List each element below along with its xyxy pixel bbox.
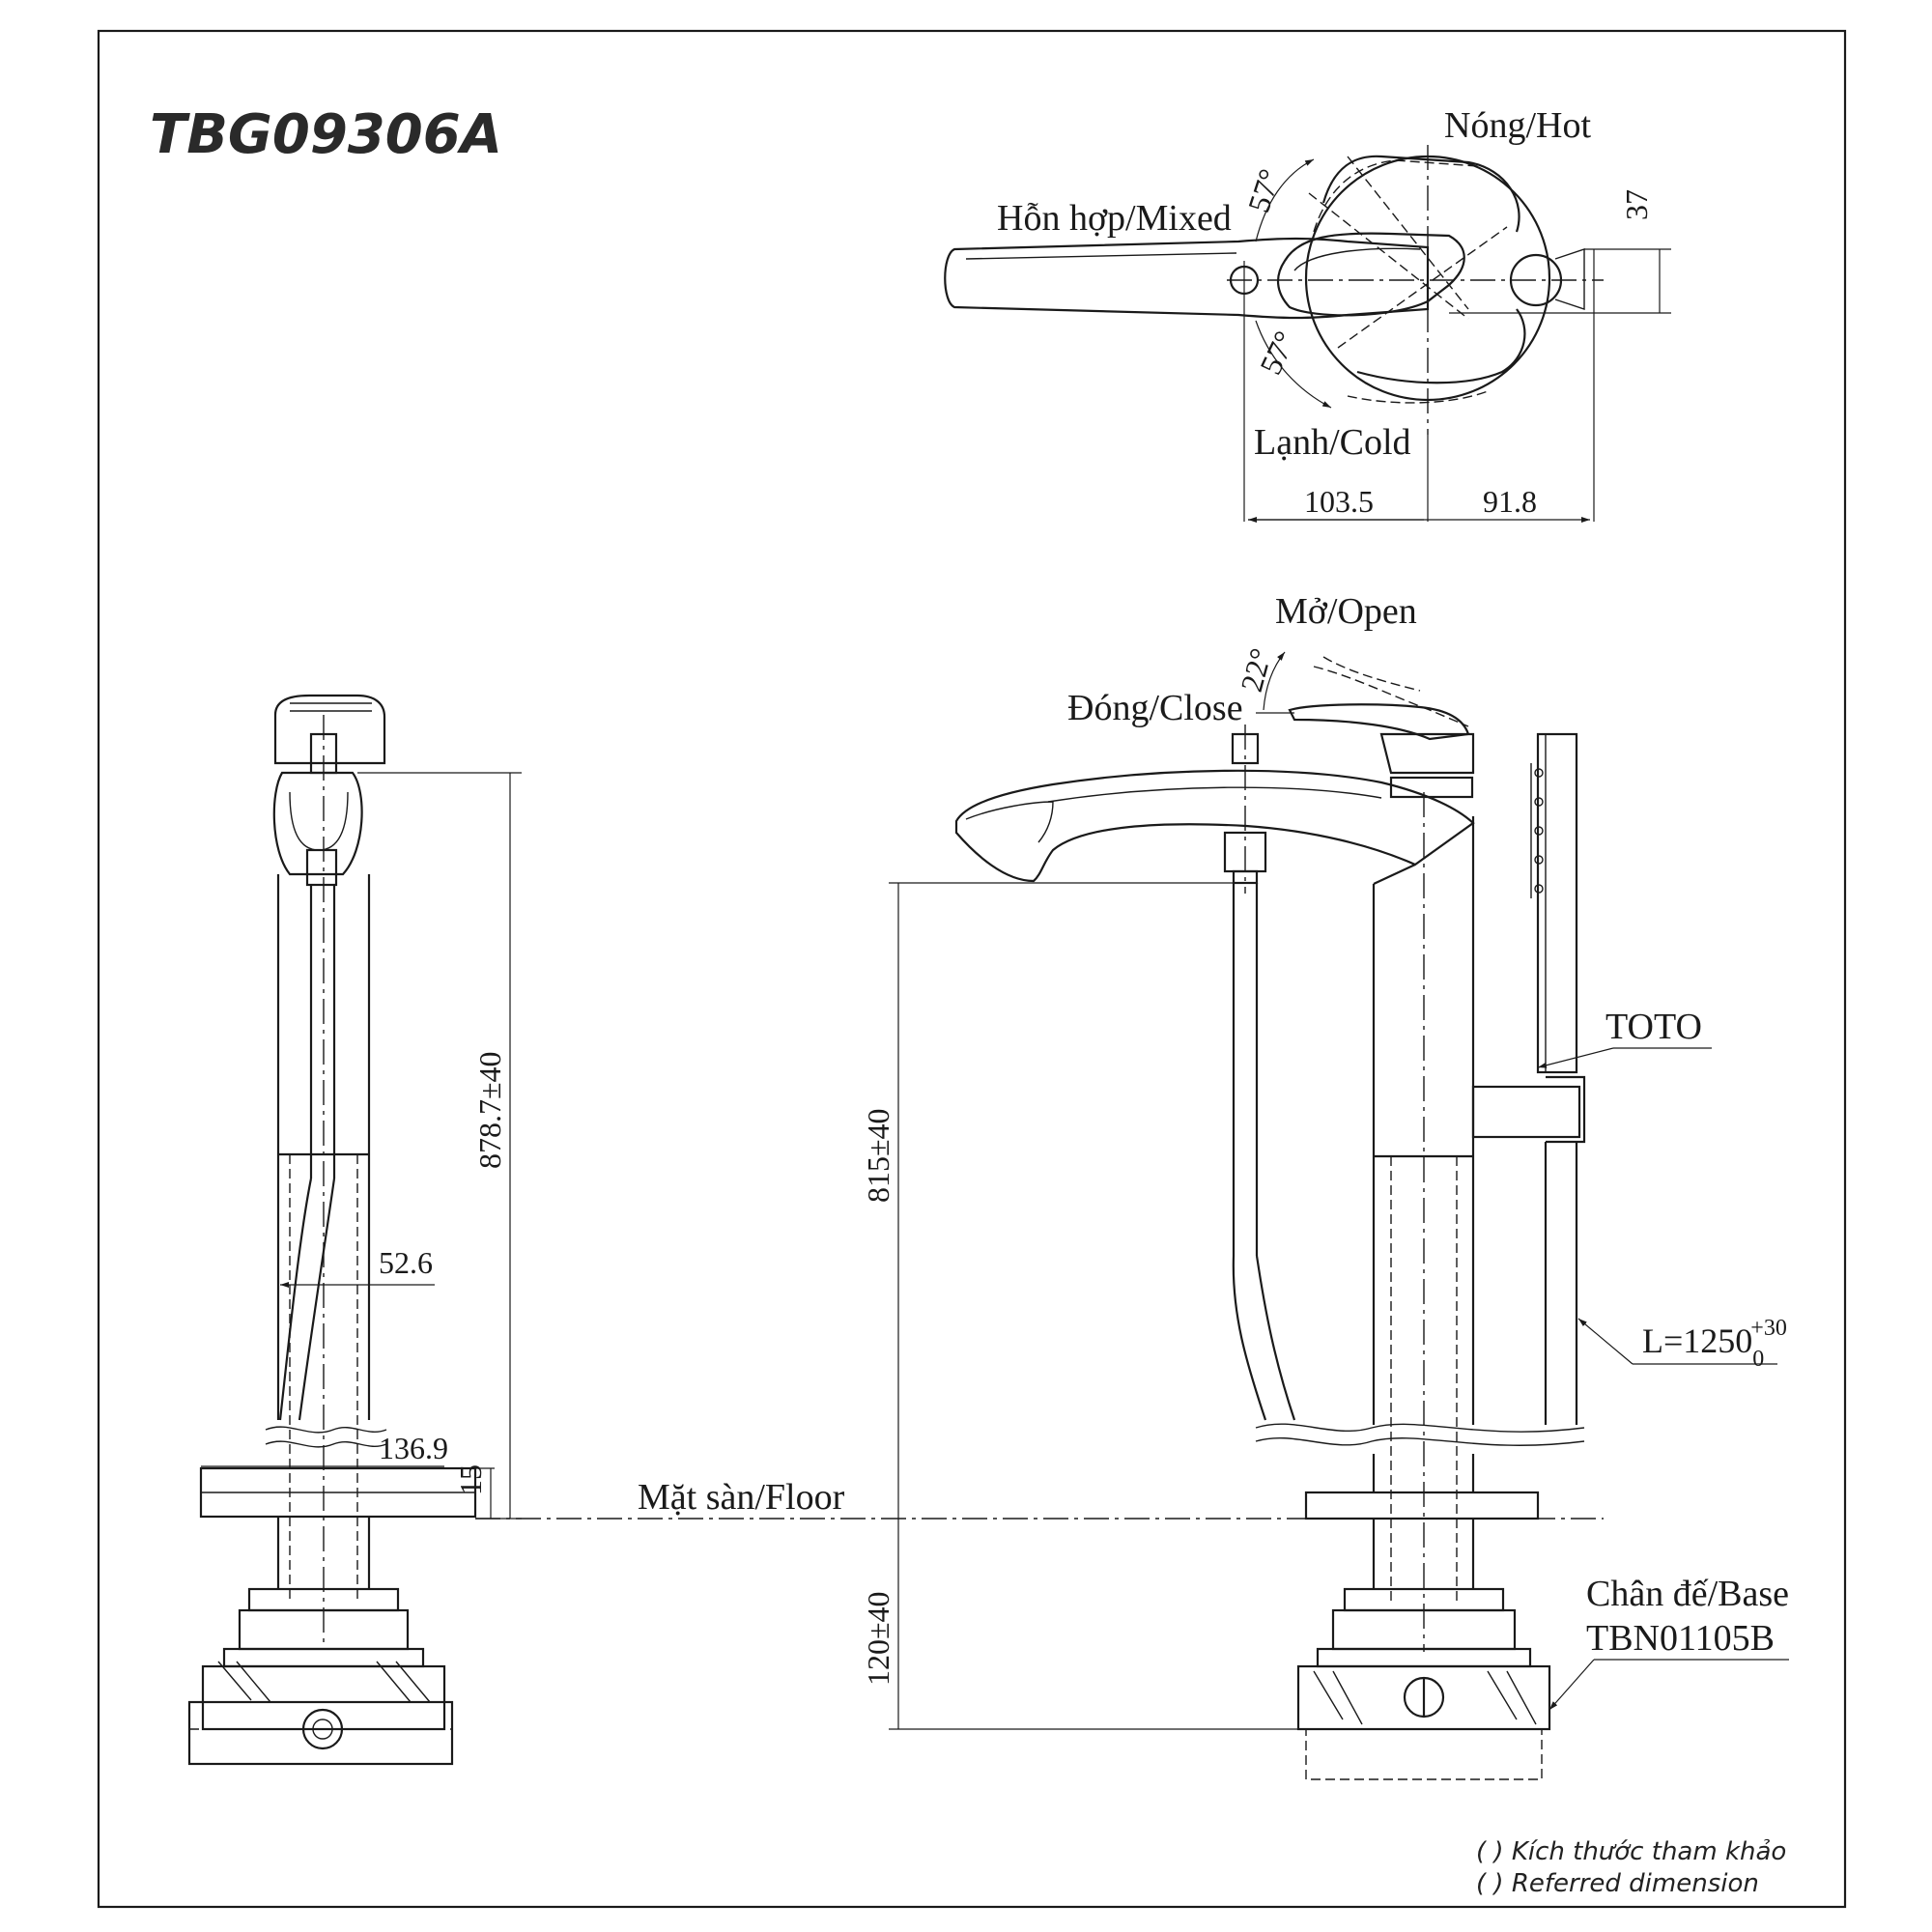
dim-136-9: 136.9 — [379, 1431, 448, 1465]
dim-120: 120±40 — [861, 1591, 895, 1686]
label-cold: Lạnh/Cold — [1254, 422, 1411, 463]
hose-tolerance-lower: 0 — [1752, 1347, 1764, 1372]
label-close: Đóng/Close — [1067, 688, 1243, 728]
dim-91-8: 91.8 — [1483, 484, 1537, 519]
front-view — [889, 651, 1789, 1780]
dim-815: 815±40 — [861, 1108, 895, 1203]
dim-37: 37 — [1619, 189, 1654, 220]
angle-22: 22° — [1234, 644, 1278, 696]
dim-878-7: 878.7±40 — [472, 1051, 507, 1169]
angle-upper: 57° — [1240, 164, 1287, 216]
note-english: ( ) Referred dimension — [1476, 1869, 1759, 1898]
label-hot: Nóng/Hot — [1444, 105, 1591, 146]
label-open: Mở/Open — [1275, 591, 1417, 632]
model-title: TBG09306A — [150, 103, 502, 166]
hose-tolerance-upper: +30 — [1750, 1316, 1787, 1341]
side-view — [187, 694, 522, 1766]
top-view — [944, 145, 1671, 523]
label-floor: Mặt sàn/Floor — [638, 1477, 845, 1518]
label-base: Chân đế/Base — [1586, 1574, 1789, 1614]
dim-15: 15 — [453, 1464, 488, 1495]
hose-length-value: L=1250 — [1642, 1321, 1752, 1360]
dim-103-5: 103.5 — [1304, 484, 1374, 519]
label-mixed: Hỗn hợp/Mixed — [997, 198, 1232, 239]
label-toto: TOTO — [1605, 1007, 1702, 1047]
angle-lower: 57° — [1253, 326, 1303, 380]
label-hose-length: L=12500 +30 — [1642, 1316, 1787, 1372]
dim-52-6: 52.6 — [379, 1245, 433, 1280]
label-base-model: TBN01105B — [1586, 1618, 1775, 1659]
note-vietnamese: ( ) Kích thước tham khảo — [1476, 1837, 1786, 1866]
drawing-frame — [97, 29, 1847, 1909]
